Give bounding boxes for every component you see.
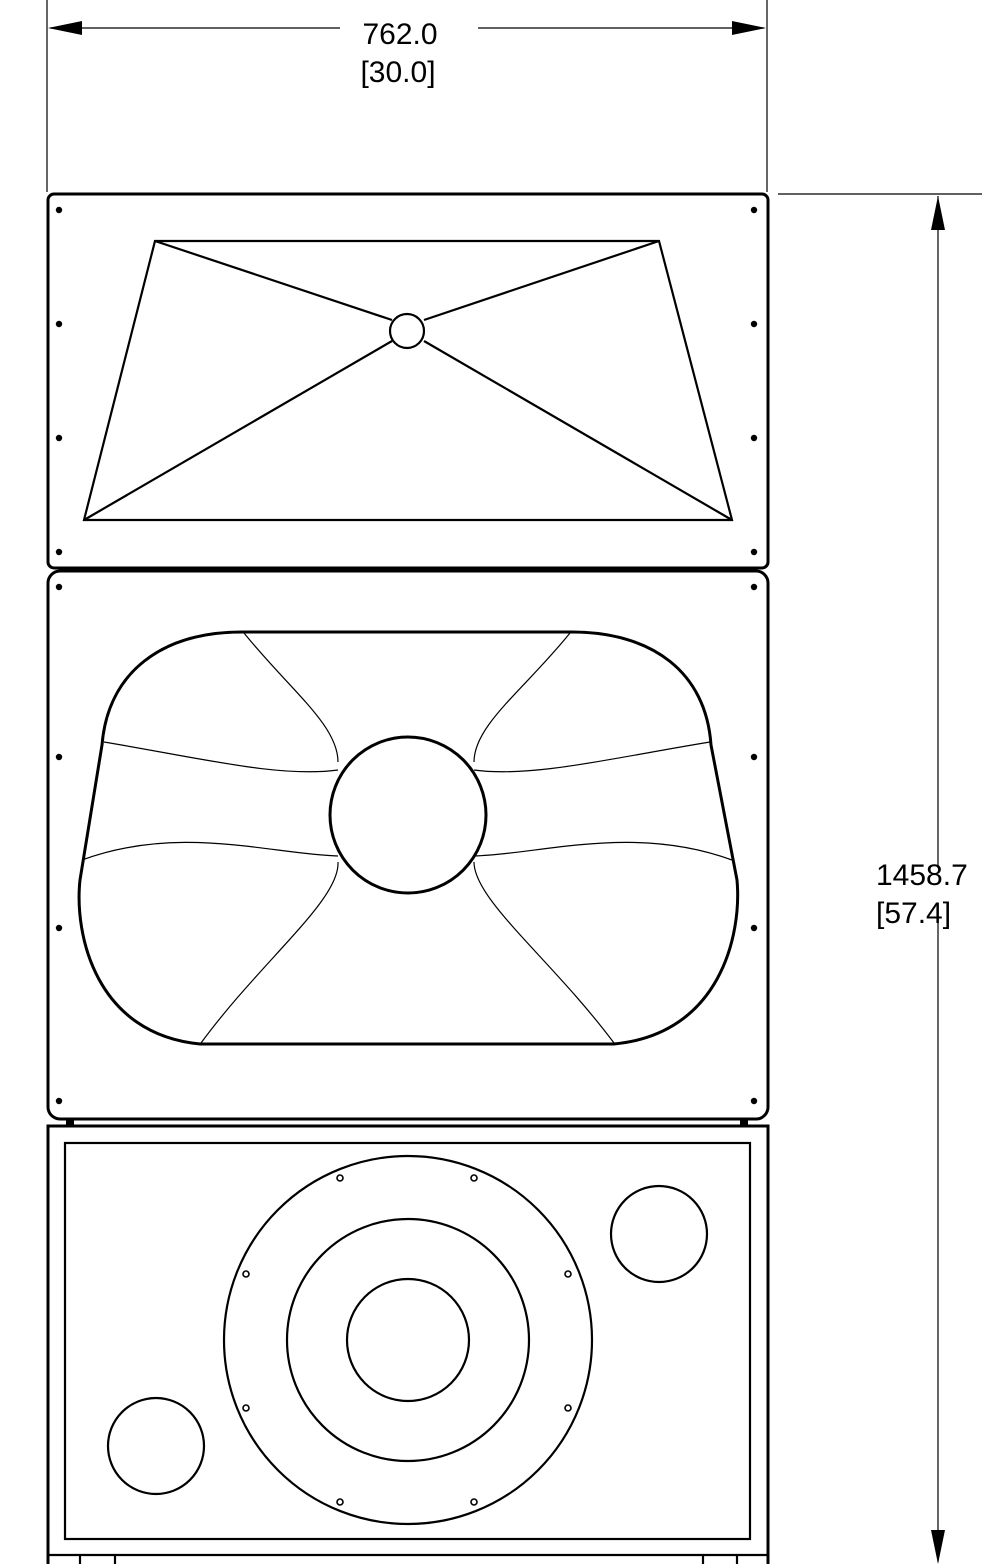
flare-line (243, 632, 339, 763)
hf-horn-diagonal (154, 239, 393, 322)
bass-reflex-port-upper-right (609, 1184, 709, 1284)
module-coupling-tab (740, 1119, 748, 1126)
mounting-hole (750, 753, 758, 761)
mounting-hole (750, 1097, 758, 1105)
flare-line (81, 841, 339, 861)
hf-horn-diagonal (423, 340, 733, 521)
hf-horn-module (46, 192, 770, 570)
mf-module-mounting-holes (55, 583, 758, 1105)
mounting-hole (470, 1498, 478, 1506)
flare-line (103, 741, 339, 773)
width-arrow-left (48, 21, 82, 35)
bass-reflex-port-lower-left (106, 1396, 206, 1496)
height-arrow-top (931, 196, 945, 230)
module-coupling-tab (66, 1119, 74, 1126)
mounting-hole (470, 1174, 478, 1182)
height-imperial-label: [57.4] (876, 897, 951, 930)
hf-horn-mouth (82, 239, 734, 522)
mounting-hole (55, 583, 63, 591)
mounting-hole (55, 206, 63, 214)
woofer-surround (285, 1217, 531, 1463)
mounting-hole (55, 320, 63, 328)
flare-line (473, 632, 571, 763)
width-dimension: 762.0 [30.0] (46, 0, 768, 192)
mounting-hole (55, 434, 63, 442)
flare-line (473, 861, 615, 1044)
woofer-frame-ring (222, 1154, 594, 1526)
hf-horn-diagonal (83, 340, 393, 521)
mf-horn-flare-lines (81, 632, 733, 1044)
lf-subwoofer-module (46, 1124, 770, 1564)
mounting-hole (750, 434, 758, 442)
mf-driver-throat (328, 735, 488, 895)
mounting-hole (55, 924, 63, 932)
lf-baffle (63, 1141, 752, 1541)
height-arrow-bottom (931, 1530, 945, 1564)
mounting-hole (336, 1174, 344, 1182)
hf-horn-diagonal (423, 239, 660, 322)
mf-horn-mouth (77, 630, 740, 1046)
mounting-hole (564, 1404, 572, 1412)
hf-module-mounting-holes (55, 206, 758, 556)
flare-line (200, 861, 339, 1044)
height-value-label: 1458.7 (876, 859, 968, 892)
mf-module-panel (46, 569, 770, 1121)
mounting-hole (564, 1270, 572, 1278)
height-dimension: 1458.7 [57.4] (778, 193, 982, 1564)
mounting-hole (55, 1097, 63, 1105)
mounting-hole (55, 548, 63, 556)
mounting-hole (242, 1270, 250, 1278)
mounting-hole (750, 206, 758, 214)
lf-cabinet-outline (46, 1124, 770, 1564)
flare-line (473, 741, 711, 773)
mounting-hole (55, 753, 63, 761)
mounting-hole (750, 548, 758, 556)
mounting-hole (750, 583, 758, 591)
mounting-hole (242, 1404, 250, 1412)
mf-horn-module (46, 569, 770, 1121)
woofer-dust-cap (345, 1277, 471, 1403)
hf-compression-driver-throat (388, 312, 426, 350)
mounting-hole (336, 1498, 344, 1506)
width-arrow-right (732, 21, 766, 35)
flare-line (473, 841, 733, 861)
woofer-mounting-holes (242, 1174, 572, 1506)
hf-module-panel (46, 192, 770, 570)
mounting-hole (750, 320, 758, 328)
width-value-label: 762.0 (362, 18, 437, 51)
mounting-hole (750, 924, 758, 932)
width-imperial-label: [30.0] (360, 56, 435, 89)
